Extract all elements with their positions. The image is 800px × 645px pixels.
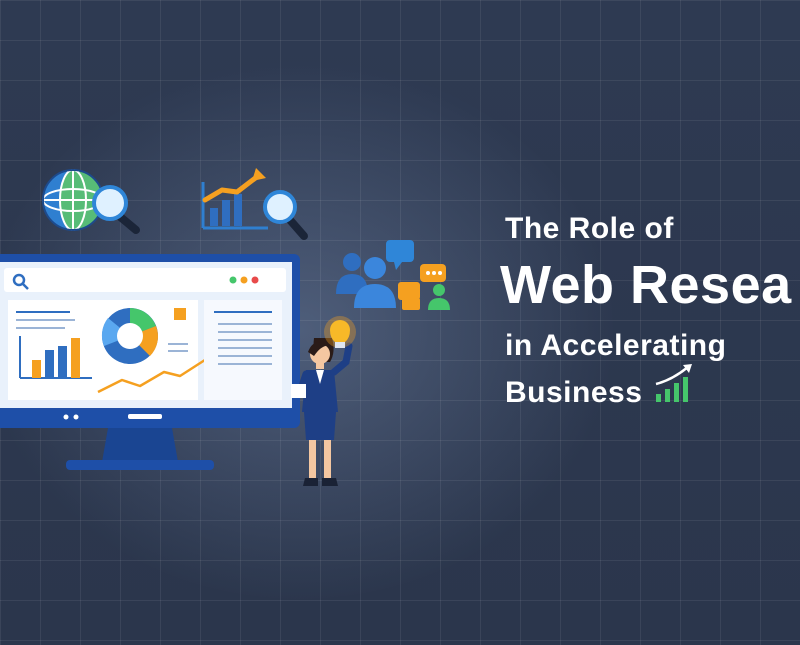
growth-chart-icon — [655, 364, 692, 402]
monitor-illustration — [0, 254, 300, 470]
globe-search-icon — [42, 169, 140, 234]
businesswoman-figure — [291, 338, 353, 486]
headline-line-3: in Accelerating — [505, 329, 727, 362]
headline-line-2: Web Resea — [500, 255, 792, 315]
lightbulb-icon — [324, 316, 356, 348]
chart-search-icon — [201, 168, 308, 240]
headline-line-4: Business — [505, 376, 643, 409]
team-chat-icon — [336, 240, 450, 310]
headline-line-1: The Role of — [505, 212, 674, 245]
